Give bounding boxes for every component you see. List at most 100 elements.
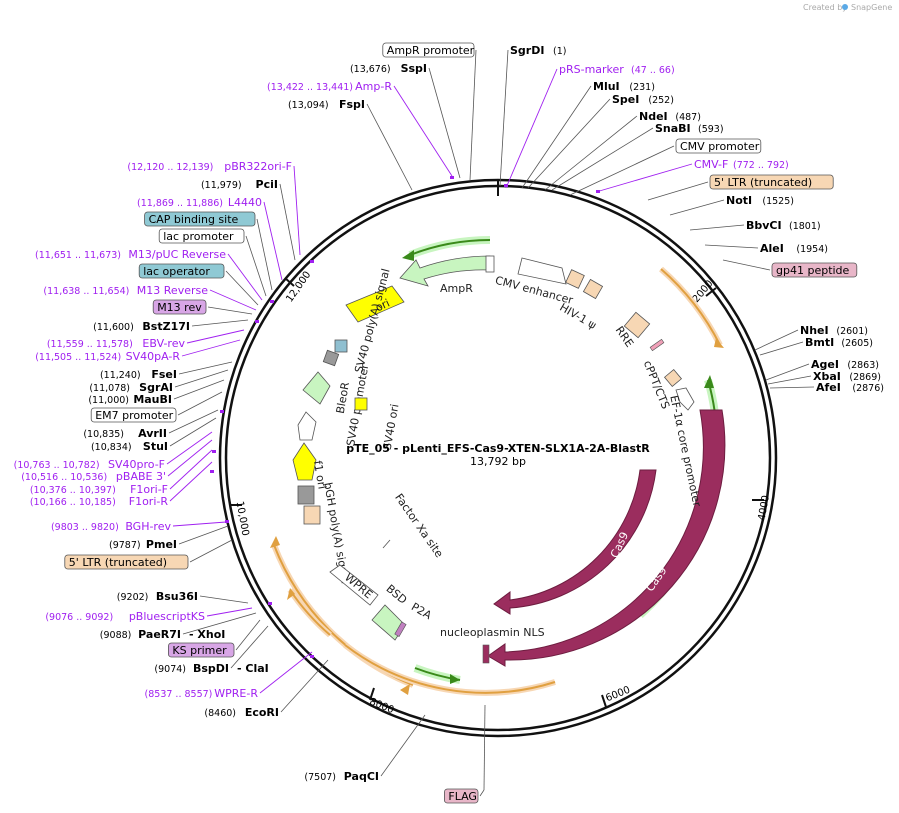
leader-line [173,379,225,400]
label-name: Amp-R [355,80,392,93]
label-name: F1ori-R [129,495,169,508]
leader-line [669,199,725,216]
leader-line [206,607,253,617]
label-position: (13,094) [288,100,329,111]
label-name: EM7 promoter [95,409,173,422]
label-l4440: L4440(11,869 .. 11,886) [137,196,283,281]
label-position: (11,505 .. 11,524) [35,352,121,363]
label-pbabe-3: pBABE 3'(10,516 .. 10,536) [21,439,213,483]
label-position: (9088) [100,630,132,641]
label-position: (1525) [762,196,794,207]
label-bgh-rev: BGH-rev(9803 .. 9820) [51,520,227,533]
label-name: SgrDI [510,44,544,57]
label-box [138,263,225,279]
green-arrow-top [402,250,414,261]
label-pmei: PmeI(9787) [109,525,229,551]
label-flag: FLAG [443,788,485,804]
gp41-box [649,338,665,352]
label-position: (7507) [304,772,336,783]
label-position: (2601) [836,326,868,337]
leader-line [178,361,233,375]
leader-line [172,521,227,527]
label-name: 5' LTR (truncated) [714,176,812,189]
leader-line [722,259,771,271]
leader-line [366,103,413,191]
leader-line [174,369,229,388]
label-position: (2605) [841,338,873,349]
ampr-promoter-box [485,255,495,273]
label-name: SnaBI [655,122,691,135]
label-position: (10,166 .. 10,185) [30,497,116,508]
factor-xa-label: Factor Xa site [392,491,446,560]
label-name: MauBI [133,393,172,406]
label-box [709,174,834,190]
leader-line [169,449,213,490]
cas9-outer-arc [487,409,726,667]
label-position: (10,763 .. 10,782) [14,460,100,471]
cppt-label: cPPT/CTS [641,359,672,411]
label-name: SspI [401,62,427,75]
label-name: BGH-rev [125,520,171,533]
label-pcii: PciI(11,979) [201,178,296,261]
label-bsu36i: Bsu36I(9202) [117,590,249,604]
label-name: EBV-rev [142,337,185,350]
label-noti: NotI (1525) [669,194,794,216]
label-pbr322ori-f: pBR322ori-F(12,120 .. 12,139) [127,160,301,256]
ltr-arrow-right [714,338,724,348]
label-name: pBR322ori-F [224,160,292,173]
factor-xa-leader [382,539,391,549]
label-position: (9076 .. 9092) [45,612,113,623]
label-box [771,262,858,278]
nls-box [482,644,490,664]
leader-line [169,417,217,447]
label-position: (593) [698,124,724,135]
label-position: (11,559 .. 11,578) [47,339,133,350]
leader-line [499,49,509,187]
label-position: (47 .. 66) [631,65,675,76]
leader-line [428,67,461,179]
label-name: 5' LTR (truncated) [69,556,167,569]
label-name: WPRE-R [214,687,258,700]
leader-line [186,329,245,344]
cas9-inner-arc [493,469,657,615]
plasmid-size: 13,792 bp [470,455,526,468]
label-name: SV40pA-R [126,350,181,363]
label-name: pBABE 3' [116,470,166,483]
cppt-box [663,368,683,388]
label-position: (11,869 .. 11,886) [137,198,223,209]
label-name: AmpR promoter [387,44,475,57]
leader-line [469,49,477,181]
label-position: (11,078) [89,383,130,394]
f1-ori-label: f1 ori [311,460,329,491]
label-name: BmtI [805,336,834,349]
label-box [64,554,189,570]
label-sspi: SspI(13,676) [350,62,461,179]
label-name: gp41 peptide [776,264,850,277]
label-box [152,299,207,315]
leader-line [225,270,259,306]
label-box [158,228,245,244]
label-name: NotI [726,194,752,207]
label-cmv-f: CMV-F(772 .. 792) [595,158,789,193]
label-box [90,407,177,423]
label-name: PmeI [146,538,177,551]
ltr-left-box [303,505,321,525]
label-cap-binding-site: CAP binding site [144,211,273,291]
leader-line [167,439,213,477]
label-cmv-promoter: CMV promoter [569,138,762,196]
label-m13-rev: M13 rev [152,299,253,315]
leader-line [380,714,426,777]
ltr-arc-bottom [344,644,556,694]
label-extra: - XhoI [189,628,225,641]
label-fsei: FseI(11,240) [100,361,233,381]
label-name: BspDI [193,662,229,675]
ef1a-arrow [675,387,695,411]
label-sv40pa-r: SV40pA-R (11,505 .. 11,524) [35,339,241,363]
label-position: (2876) [852,383,884,394]
label-name: PaeR7I [138,628,181,641]
leader-line [168,409,219,434]
label-name: NheI [800,324,829,337]
label-position: (11,240) [100,370,141,381]
label-position: (11,638 .. 11,654) [43,286,129,297]
flag-leader [483,704,486,791]
